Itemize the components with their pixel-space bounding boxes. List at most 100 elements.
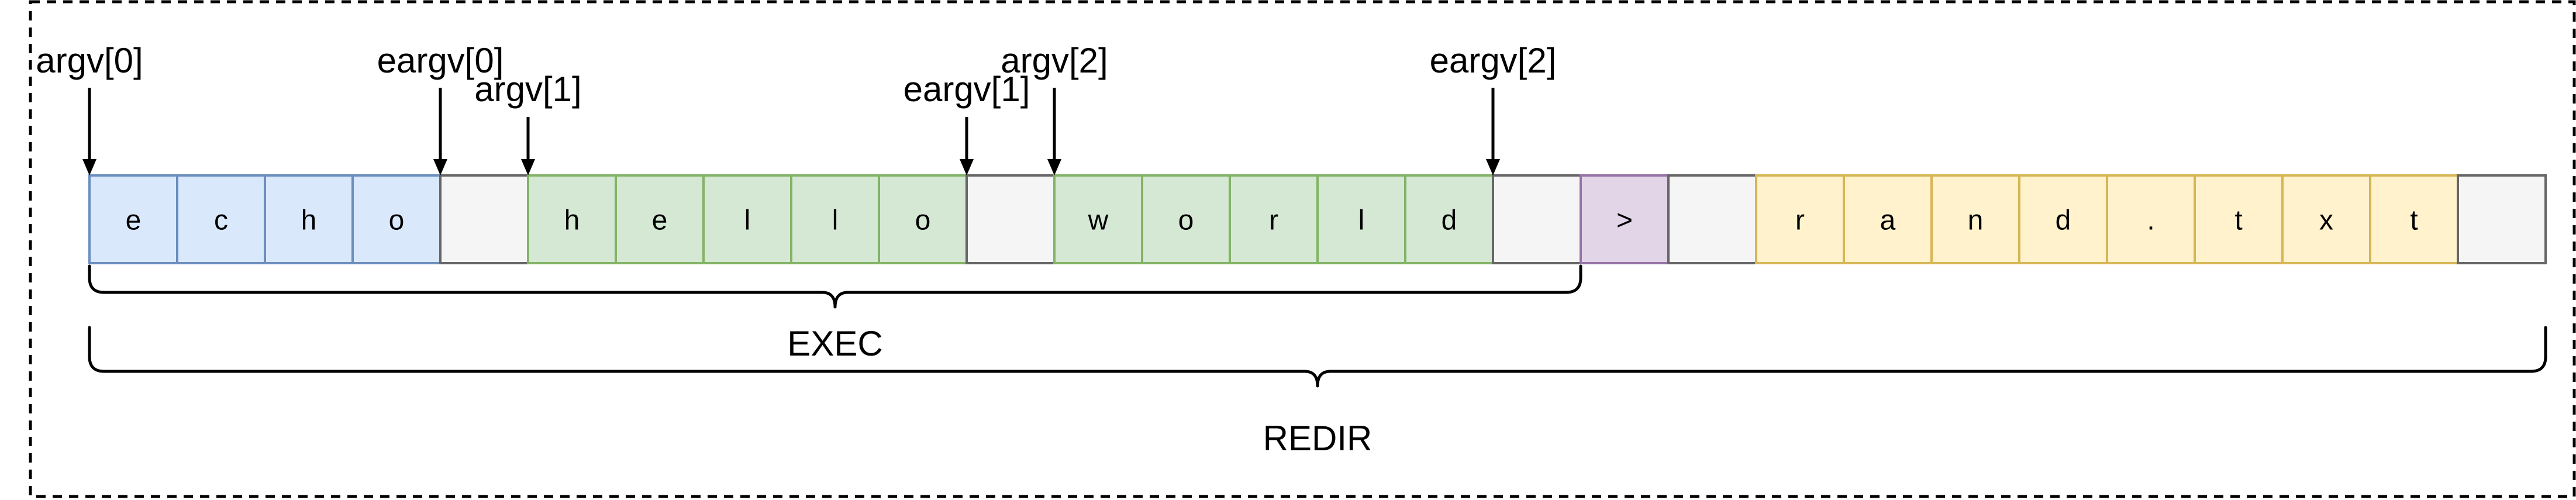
cell-op: > <box>1580 174 1670 264</box>
cell-char: > <box>1616 205 1633 236</box>
cell-arg: e <box>615 174 705 264</box>
pointer-label: argv[2] <box>1001 41 1108 80</box>
cell-box <box>1492 174 1582 264</box>
pointer: eargv[2] <box>1430 41 1557 175</box>
cell-char: o <box>915 205 931 236</box>
cell-null <box>1667 174 1757 264</box>
cell-file: . <box>2106 174 2196 264</box>
character-cells: e c h o h e l l o w o r l d > r a n d. t x t <box>88 174 2547 264</box>
pointer: eargv[1] <box>904 70 1030 175</box>
cell-box <box>264 174 354 264</box>
arrow-head-icon <box>1486 159 1500 175</box>
cell-box <box>1404 174 1494 264</box>
cell-null <box>439 174 529 264</box>
cell-char: h <box>301 205 317 236</box>
cell-char: d <box>2056 205 2071 236</box>
cell-box <box>176 174 266 264</box>
cell-box <box>1316 174 1406 264</box>
cell-char: r <box>1269 205 1278 236</box>
cell-char: . <box>2147 205 2154 236</box>
cell-char: t <box>2410 205 2418 236</box>
cell-char: d <box>1442 205 1457 236</box>
cell-box <box>878 174 968 264</box>
pointer: eargv[0] <box>377 41 504 175</box>
cell-box <box>2369 174 2459 264</box>
pointer: argv[2] <box>1001 41 1108 175</box>
diagram-border <box>29 0 2576 498</box>
pointer-label: eargv[0] <box>377 41 504 80</box>
cell-arg: o <box>878 174 968 264</box>
cell-box <box>1580 174 1670 264</box>
pointer-label: eargv[1] <box>904 70 1030 109</box>
cell-arg: r <box>1229 174 1319 264</box>
cell-box <box>1755 174 1845 264</box>
cell-cmd: c <box>176 174 266 264</box>
cell-box <box>1053 174 1143 264</box>
cell-cmd: h <box>264 174 354 264</box>
cell-box <box>1930 174 2020 264</box>
cell-box <box>2018 174 2108 264</box>
cell-char: c <box>214 205 228 236</box>
cell-box <box>965 174 1056 264</box>
cell-box <box>1667 174 1757 264</box>
cell-file: x <box>2281 174 2371 264</box>
cell-null <box>965 174 1056 264</box>
argv-pointers: argv[0] eargv[0]argv[1] eargv[1]argv[2] ear… <box>36 41 1556 175</box>
grouping-braces: EXEC REDIR <box>88 264 2547 458</box>
cell-file: a <box>1843 174 1933 264</box>
brace-path <box>88 326 2547 388</box>
cell-arg: w <box>1053 174 1143 264</box>
cell-arg: l <box>702 174 792 264</box>
brace-label: REDIR <box>1263 419 1373 458</box>
cell-cmd: e <box>88 174 178 264</box>
cell-arg: l <box>1316 174 1406 264</box>
cell-file: t <box>2194 174 2284 264</box>
cell-box <box>2106 174 2196 264</box>
pointer-label: eargv[2] <box>1430 41 1557 80</box>
cell-box <box>2457 174 2547 264</box>
arrow-head-icon <box>433 159 447 175</box>
cell-char: e <box>126 205 142 236</box>
cell-file: r <box>1755 174 1845 264</box>
brace-label: EXEC <box>787 324 882 363</box>
cell-char: o <box>389 205 405 236</box>
cell-char: x <box>2319 205 2333 236</box>
arrow-head-icon <box>1047 159 1061 175</box>
cell-char: l <box>744 205 751 236</box>
cell-file: n <box>1930 174 2020 264</box>
arrow-head-icon <box>521 159 535 175</box>
brace-redir: REDIR <box>88 326 2547 458</box>
pointer-label: argv[1] <box>474 70 581 109</box>
cell-char: w <box>1088 205 1109 236</box>
cell-char: o <box>1178 205 1194 236</box>
cell-arg: o <box>1141 174 1231 264</box>
cell-file: t <box>2369 174 2459 264</box>
cell-box <box>439 174 529 264</box>
cell-char: h <box>564 205 580 236</box>
brace-exec: EXEC <box>88 264 1582 363</box>
cell-null <box>1492 174 1582 264</box>
cell-char: r <box>1795 205 1805 236</box>
brace-path <box>88 264 1582 309</box>
pointer: argv[0] <box>36 41 143 175</box>
pointer: argv[1] <box>474 70 582 175</box>
arrow-head-icon <box>82 159 96 175</box>
arrow-head-icon <box>960 159 974 175</box>
cell-char: t <box>2234 205 2242 236</box>
cell-arg: h <box>527 174 617 264</box>
cell-char: l <box>1358 205 1365 236</box>
cell-box <box>1141 174 1231 264</box>
cell-box <box>2194 174 2284 264</box>
cell-file: d <box>2018 174 2108 264</box>
cell-arg: d <box>1404 174 1494 264</box>
cell-arg: l <box>790 174 880 264</box>
cell-null <box>2457 174 2547 264</box>
cell-char: a <box>1880 205 1896 236</box>
pointer-label: argv[0] <box>36 41 143 80</box>
cell-char: l <box>832 205 839 236</box>
cell-char: e <box>652 205 668 236</box>
cell-box <box>1843 174 1933 264</box>
cell-char: n <box>1968 205 1984 236</box>
cell-cmd: o <box>351 174 442 264</box>
